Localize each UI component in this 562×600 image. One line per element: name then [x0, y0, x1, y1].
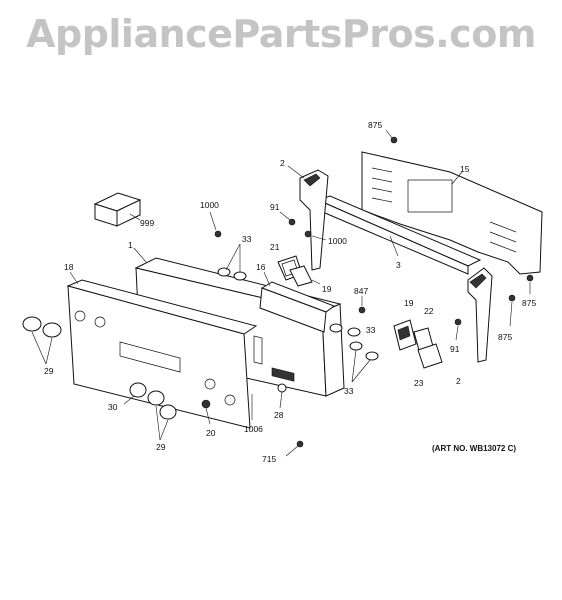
part-29-knobs-lower	[147, 390, 177, 441]
callout-29b: 29	[156, 442, 166, 452]
callout-875b: 875	[522, 298, 536, 308]
screw-847	[358, 296, 366, 314]
callout-2a: 2	[280, 158, 285, 168]
part-19-switch	[393, 319, 417, 351]
callout-715: 715	[262, 454, 276, 464]
callout-1000b: 1000	[328, 236, 347, 246]
screw-875-top	[385, 129, 398, 144]
callout-875a: 875	[368, 120, 382, 130]
callout-30: 30	[108, 402, 118, 412]
callout-18: 18	[64, 262, 74, 272]
part-30-knob	[123, 382, 147, 405]
callout-33b: 33	[366, 325, 376, 335]
part-19-relay-upper	[289, 265, 321, 287]
part-18-overlay	[66, 271, 258, 429]
part-29-knobs-left	[22, 316, 62, 365]
part-20-knob-small	[201, 399, 211, 425]
callout-labels: 875 2 15 999 1000 91 1000 1 33 21 16 19 …	[44, 120, 536, 464]
callout-23: 23	[414, 378, 424, 388]
callout-875c: 875	[498, 332, 512, 342]
callout-29a: 29	[44, 366, 54, 376]
callout-3: 3	[396, 260, 401, 270]
watermark-text: AppliancePartsPros.com	[26, 12, 536, 56]
callout-91b: 91	[450, 344, 460, 354]
callout-28: 28	[274, 410, 284, 420]
callout-22: 22	[424, 306, 434, 316]
part-16-control-board	[259, 271, 336, 382]
part-33-clips-lower	[349, 341, 379, 383]
part-33-clips-middle	[329, 323, 361, 337]
part-2-left-bracket	[287, 165, 329, 271]
callout-1006: 1006	[244, 424, 263, 434]
screw-91-left	[279, 211, 296, 226]
part-28-part	[277, 383, 287, 409]
callout-33c: 33	[344, 386, 354, 396]
callout-33a: 33	[242, 234, 252, 244]
screw-875-right	[526, 274, 534, 294]
callout-1000a: 1000	[200, 200, 219, 210]
callout-16: 16	[256, 262, 266, 272]
screw-1000-left	[209, 211, 222, 238]
part-2-right-bracket	[467, 267, 493, 363]
callout-847: 847	[354, 286, 368, 296]
part-999-box	[93, 192, 142, 227]
callout-19a: 19	[322, 284, 332, 294]
screw-875-lower	[508, 294, 516, 327]
screw-715	[285, 440, 304, 457]
part-15-back-panel	[361, 151, 543, 275]
callout-15: 15	[460, 164, 470, 174]
screw-91-right	[454, 318, 462, 341]
part-23-switch	[417, 343, 443, 369]
part-33-clips-upper	[217, 243, 247, 281]
art-number-label: (ART NO. WB13072 C)	[432, 444, 517, 453]
callout-21: 21	[270, 242, 280, 252]
callout-1: 1	[128, 240, 133, 250]
callout-19b: 19	[404, 298, 414, 308]
callout-91a: 91	[270, 202, 280, 212]
screw-1000-right	[304, 230, 327, 241]
callout-999: 999	[140, 218, 154, 228]
callout-2b: 2	[456, 376, 461, 386]
callout-20: 20	[206, 428, 216, 438]
